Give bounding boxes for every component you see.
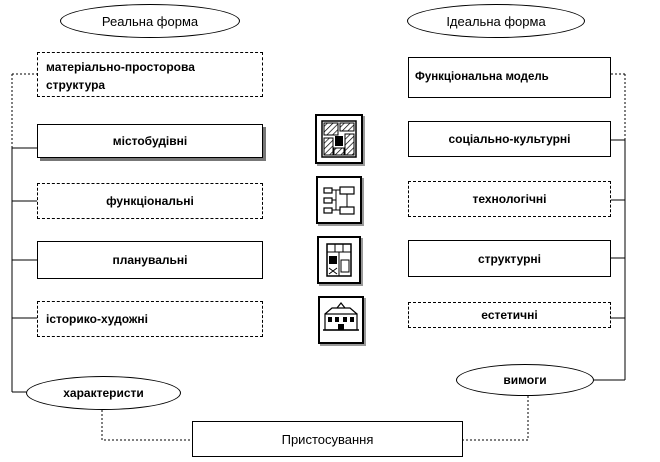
characteristics-label: характеристи	[63, 386, 144, 400]
right-box-label: технологічні	[472, 192, 547, 206]
right-box-socio-cultural: соціально-культурні	[408, 121, 611, 157]
left-box-historical: історико-художні	[37, 301, 263, 337]
ideal-form-ellipse: Ідеальна форма	[407, 4, 585, 38]
building-facade-icon	[318, 296, 364, 344]
left-box-label: матеріально-просторова структура	[46, 60, 195, 92]
hatched-plan-icon	[315, 114, 363, 164]
right-box-label: структурні	[477, 251, 541, 266]
left-box-label: історико-художні	[46, 312, 149, 326]
right-box-structural: структурні	[408, 240, 611, 277]
requirements-label: вимоги	[503, 373, 547, 387]
left-box-label: функціональні	[106, 194, 194, 208]
right-box-functional-model: Функціональна модель	[408, 57, 611, 98]
right-box-label: соціально-культурні	[448, 132, 571, 146]
adaptation-label: Пристосування	[281, 431, 374, 447]
real-form-label: Реальна форма	[101, 13, 199, 29]
characteristics-ellipse: характеристи	[26, 376, 181, 410]
left-box-label: планувальні	[112, 253, 188, 267]
right-box-technological: технологічні	[408, 181, 611, 217]
right-box-aesthetic: естетичні	[408, 302, 611, 328]
flowchart-icon	[316, 176, 362, 224]
left-box-label: містобудівні	[112, 134, 188, 148]
right-box-label: естетичні	[481, 308, 538, 322]
left-box-planning: планувальні	[37, 241, 263, 279]
left-box-functional: функціональні	[37, 183, 263, 219]
real-form-ellipse: Реальна форма	[60, 4, 240, 38]
left-box-urban: містобудівні	[37, 124, 263, 158]
requirements-ellipse: вимоги	[456, 364, 594, 396]
right-box-label: Функціональна модель	[415, 71, 549, 83]
adaptation-box: Пристосування	[192, 421, 463, 457]
floor-plan-icon	[317, 236, 361, 284]
left-box-material-structure: матеріально-просторова структура	[37, 52, 263, 97]
ideal-form-label: Ідеальна форма	[446, 13, 546, 29]
